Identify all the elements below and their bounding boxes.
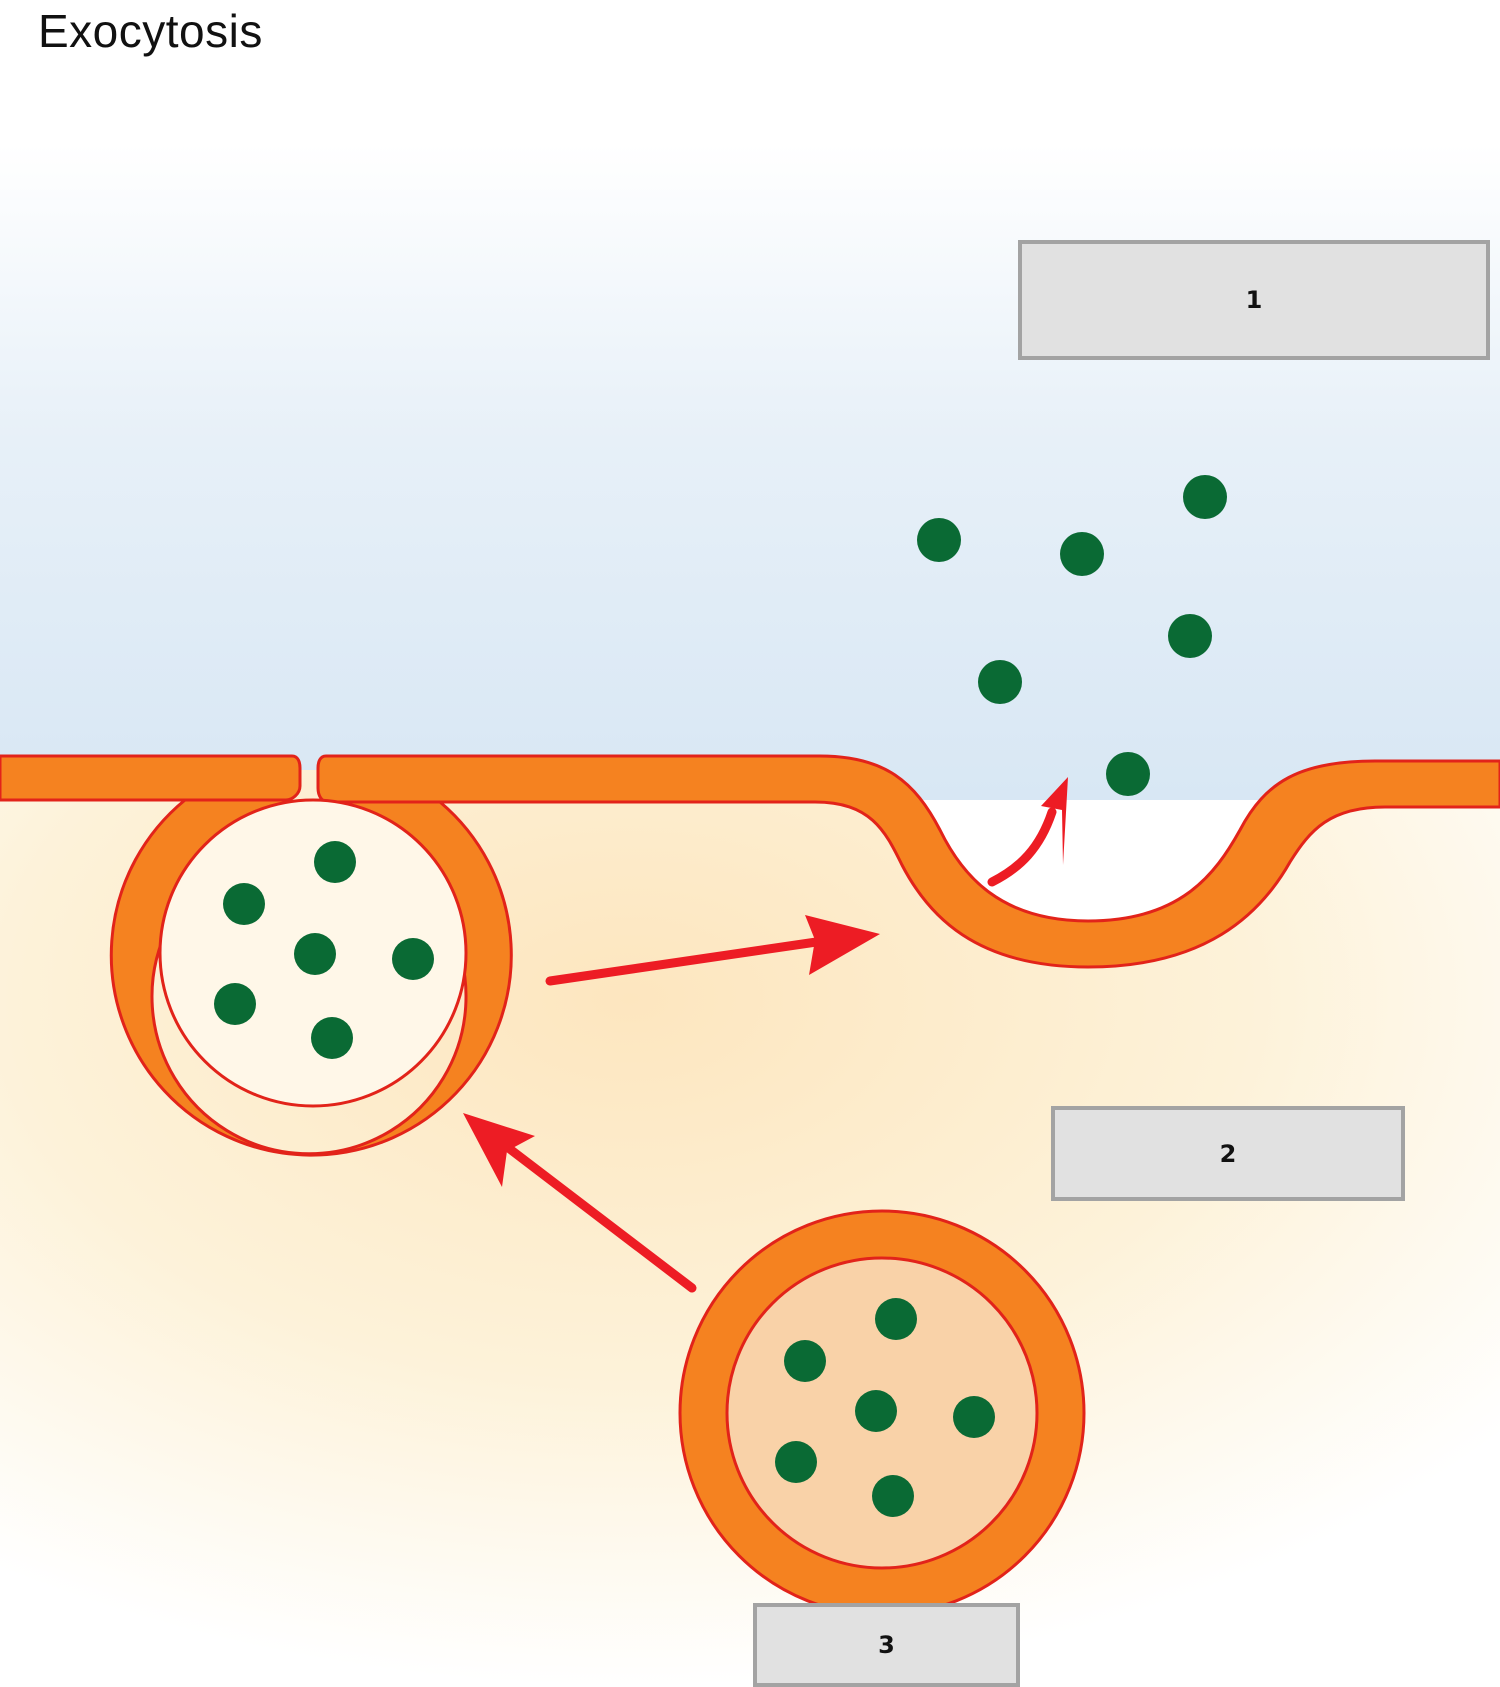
page-title: Exocytosis — [38, 5, 263, 57]
arrow-vesicle-to-membrane — [463, 1113, 697, 1293]
released-molecule — [1106, 752, 1150, 796]
cargo-molecule — [392, 938, 434, 980]
label-box-3[interactable]: 3 — [753, 1603, 1020, 1687]
cargo-molecule — [214, 983, 256, 1025]
cargo-molecule — [784, 1340, 826, 1382]
cargo-molecule — [223, 883, 265, 925]
cargo-molecule — [294, 933, 336, 975]
released-molecules — [917, 475, 1227, 796]
released-molecule — [917, 518, 961, 562]
released-molecule — [1183, 475, 1227, 519]
arrow-release — [987, 777, 1068, 887]
cargo-molecule — [314, 841, 356, 883]
released-molecule — [1168, 614, 1212, 658]
arrow-docked-to-fusion — [545, 915, 880, 986]
plasma-membrane-left — [0, 754, 302, 802]
released-molecule — [978, 660, 1022, 704]
docked-vesicle-cargo — [214, 841, 434, 1059]
cargo-molecule — [311, 1017, 353, 1059]
cargo-molecule — [875, 1298, 917, 1340]
label-box-1[interactable]: 1 — [1018, 240, 1490, 360]
cargo-molecule — [953, 1396, 995, 1438]
released-molecule — [1060, 532, 1104, 576]
cargo-molecule — [775, 1441, 817, 1483]
label-box-2[interactable]: 2 — [1051, 1106, 1405, 1201]
cargo-molecule — [872, 1475, 914, 1517]
cargo-molecule — [855, 1390, 897, 1432]
extracellular-space — [0, 0, 1500, 800]
secretory-vesicle-cargo — [775, 1298, 995, 1517]
plasma-membrane-right — [316, 754, 1500, 969]
